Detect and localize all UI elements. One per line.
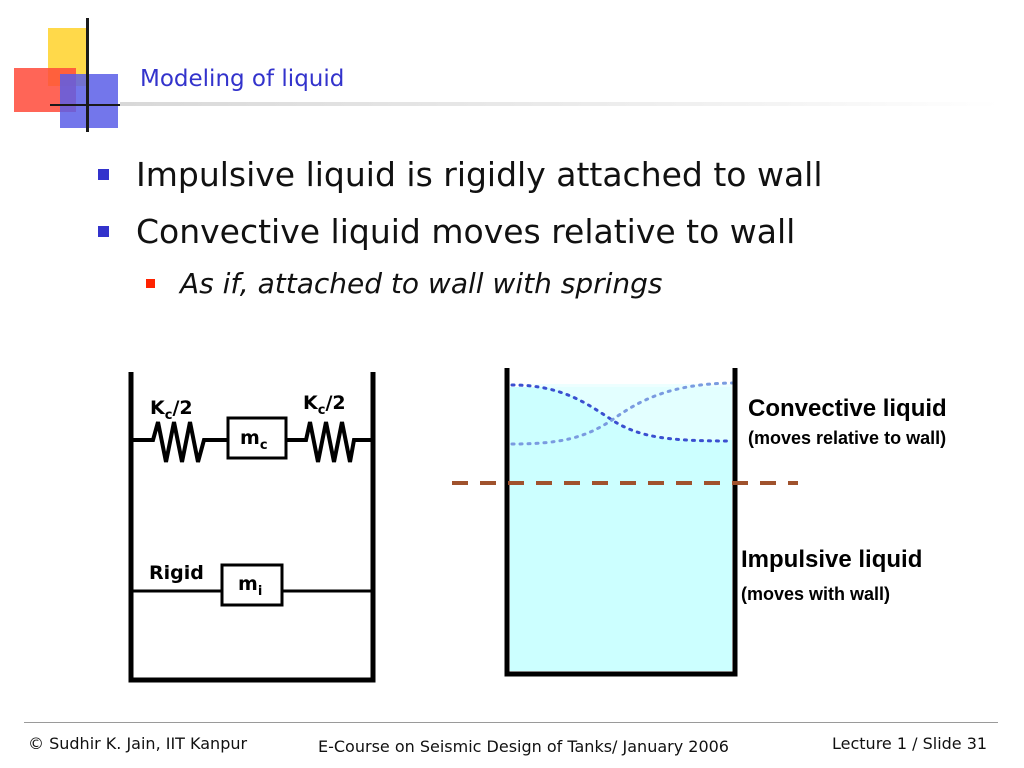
slide-title: Modeling of liquid	[140, 66, 345, 92]
sub-bullet-square-icon	[146, 279, 155, 288]
mechanical-model: Kc/2 Kc/2 mc mi Rigid	[128, 372, 376, 683]
convective-wave-curve-down	[510, 383, 734, 443]
bullet-square-icon	[98, 169, 109, 180]
spring-label-right: Kc/2	[303, 392, 346, 418]
impulsive-mass-box	[220, 563, 284, 607]
convective-wave-curve-up	[510, 381, 734, 446]
impulsive-liquid-label: Impulsive liquid	[741, 546, 922, 573]
logo-horizontal-line	[50, 104, 140, 106]
left-spring	[131, 421, 228, 463]
logo-vertical-line	[86, 18, 89, 132]
bullet-text: Impulsive liquid is rigidly attached to …	[136, 155, 823, 194]
convective-mass-label: mc	[240, 427, 268, 453]
bullet-text: Convective liquid moves relative to wall	[136, 212, 796, 251]
impulsive-mass-label: mi	[238, 573, 262, 599]
convective-wave-region	[510, 384, 732, 440]
footer-divider	[24, 722, 998, 723]
tank	[452, 368, 798, 677]
impulsive-liquid-note: (moves with wall)	[741, 584, 890, 604]
bullet-item: Convective liquid moves relative to wall	[98, 212, 795, 251]
logo-blue-square	[60, 74, 118, 128]
rigid-label: Rigid	[149, 562, 204, 584]
convective-mass-box	[226, 416, 288, 460]
convective-liquid-note: (moves relative to wall)	[748, 428, 946, 448]
spring-label-left: Kc/2	[150, 397, 193, 423]
title-underline	[120, 102, 1000, 106]
convective-liquid-label: Convective liquid	[748, 395, 947, 422]
copyright-icon: ©	[28, 734, 44, 753]
footer-course: E-Course on Seismic Design of Tanks/ Jan…	[318, 737, 729, 756]
footer-author: © Sudhir K. Jain, IIT Kanpur	[28, 734, 248, 753]
tank-wall	[504, 368, 738, 677]
bullet-item: Impulsive liquid is rigidly attached to …	[98, 155, 823, 194]
sub-bullet-text: As if, attached to wall with springs	[180, 267, 663, 300]
bullet-square-icon	[98, 226, 109, 237]
footer-slide-number: Lecture 1 / Slide 31	[832, 734, 988, 753]
model-container	[128, 372, 376, 683]
right-spring	[286, 421, 373, 463]
sub-bullet-item: As if, attached to wall with springs	[146, 267, 663, 300]
